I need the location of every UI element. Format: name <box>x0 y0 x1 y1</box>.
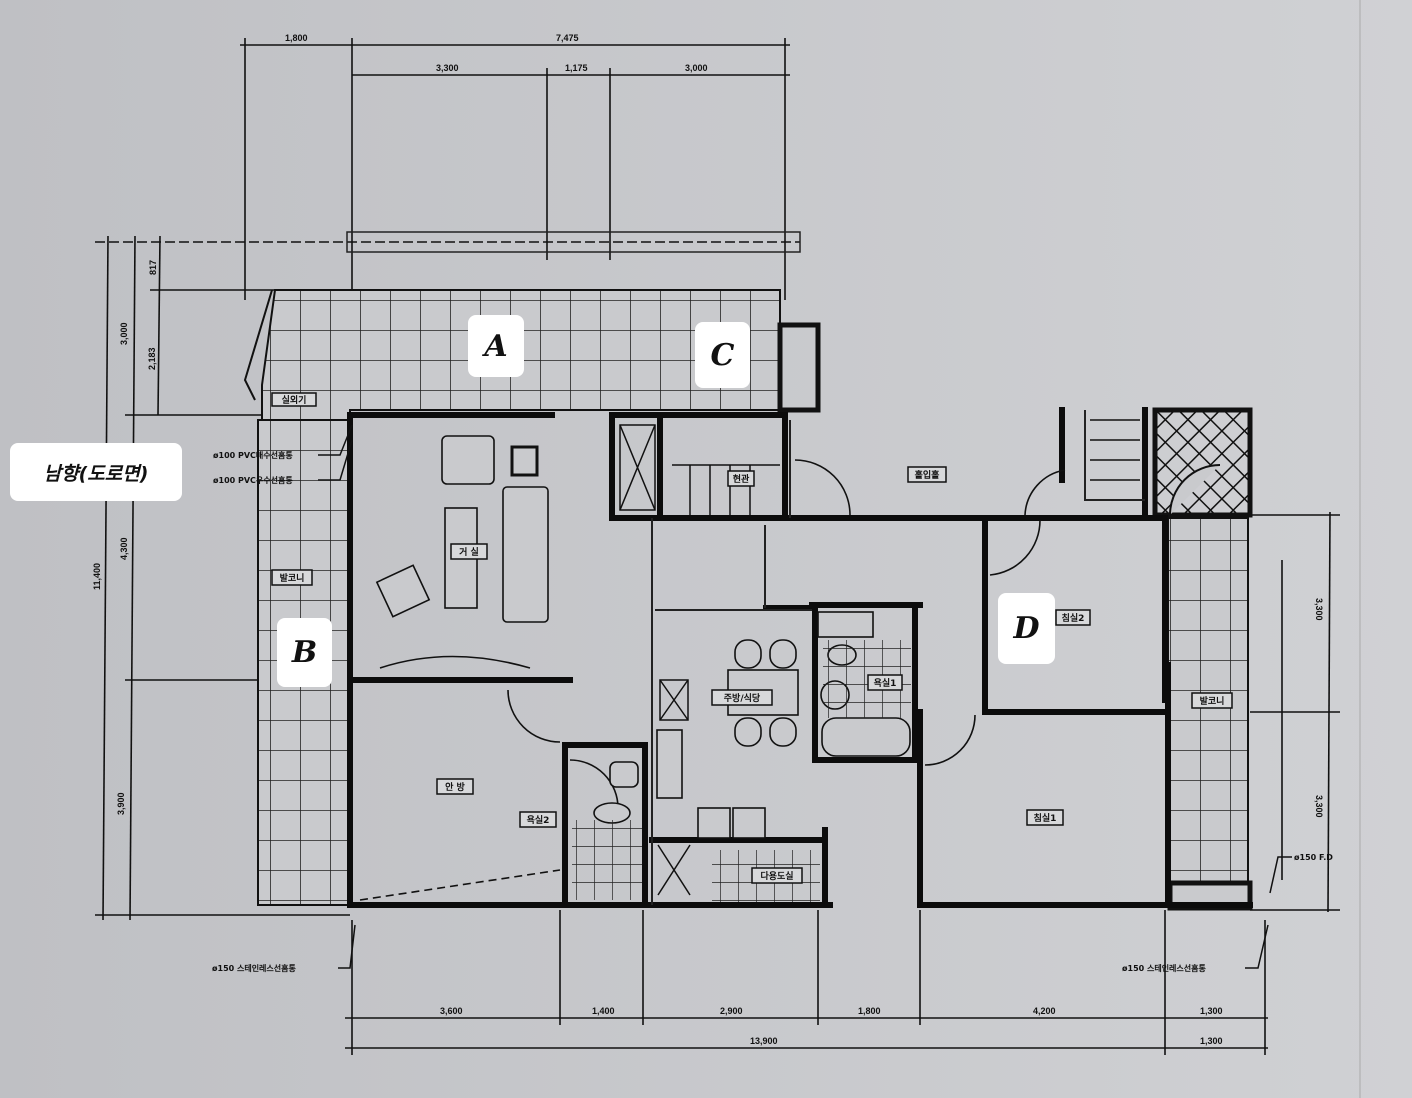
svg-text:욕실1: 욕실1 <box>874 677 897 689</box>
note-drain-2: ø100 PVC우수선홈통 <box>213 475 293 485</box>
svg-text:주방/식당: 주방/식당 <box>724 692 761 704</box>
dim-bottom-1300b: 1,300 <box>1200 1036 1223 1046</box>
room-tag-balcony-right: 발코니 <box>1191 692 1233 709</box>
svg-text:실외기: 실외기 <box>282 394 307 406</box>
dim-top-1175: 1,175 <box>565 63 588 73</box>
room-tag-utility: 다용도실 <box>751 867 803 884</box>
dim-bottom-1300: 1,300 <box>1200 1006 1223 1016</box>
svg-text:다용도실: 다용도실 <box>760 870 793 882</box>
dim-bottom-2900: 2,900 <box>720 1006 743 1016</box>
dim-right-3300b: 3,300 <box>1314 795 1324 818</box>
door-swings <box>359 459 1066 901</box>
dim-bottom-1800: 1,800 <box>858 1006 881 1016</box>
marker-c: C <box>695 322 750 388</box>
right-dimensions <box>1250 511 1340 913</box>
stair-and-shafts <box>619 419 1140 896</box>
dim-left-11400: 11,400 <box>92 563 102 590</box>
hatched-block <box>1152 407 1253 518</box>
top-dimensions <box>240 38 790 410</box>
dim-left-3000: 3,000 <box>119 322 129 345</box>
dim-left-3900: 3,900 <box>116 792 126 815</box>
note-drain-bottom-left: ø150 스테인레스선홈통 <box>212 963 296 973</box>
dim-top-3000: 3,000 <box>685 63 708 73</box>
dim-top-1800: 1,800 <box>285 33 308 43</box>
room-tag-hall: 홀입홀 <box>907 466 947 483</box>
room-tag-master: 안 방 <box>436 778 474 795</box>
svg-text:홀입홀: 홀입홀 <box>915 469 940 481</box>
room-tag-kitchen: 주방/식당 <box>711 689 773 706</box>
room-tag-balcony-left: 발코니 <box>271 569 313 586</box>
svg-text:침실1: 침실1 <box>1034 812 1057 824</box>
thin-walls <box>651 410 1145 905</box>
bottom-dimensions <box>345 910 1268 1055</box>
note-drain-bottom-right: ø150 스테인레스선홈통 <box>1122 963 1206 973</box>
room-tag-living: 거 실 <box>450 543 488 560</box>
svg-text:욕실2: 욕실2 <box>527 814 550 826</box>
svg-text:현관: 현관 <box>733 473 750 485</box>
svg-text:거 실: 거 실 <box>459 546 479 558</box>
door-arc <box>1169 464 1221 516</box>
room-tag-bath2: 욕실2 <box>519 811 557 828</box>
room-tag-bedroom1: 침실1 <box>1026 809 1064 826</box>
orientation-label: 남향(도로면) <box>10 443 182 501</box>
dim-left-2183: 2,183 <box>147 347 157 370</box>
dim-bottom-13900: 13,900 <box>750 1036 778 1046</box>
dim-left-817: 817 <box>148 260 158 275</box>
svg-text:발코니: 발코니 <box>1200 695 1225 707</box>
marker-b: B <box>277 618 332 687</box>
dim-bottom-1400: 1,400 <box>592 1006 615 1016</box>
dim-bottom-3600: 3,600 <box>440 1006 463 1016</box>
dim-left-4300: 4,300 <box>119 537 129 560</box>
svg-text:안 방: 안 방 <box>445 781 465 793</box>
walls <box>347 407 1253 908</box>
note-floor-drain: ø150 F.D <box>1294 853 1333 862</box>
drain-leaders <box>318 424 1292 969</box>
svg-text:발코니: 발코니 <box>280 572 305 584</box>
svg-text:침실2: 침실2 <box>1062 612 1085 624</box>
dim-bottom-4200: 4,200 <box>1033 1006 1056 1016</box>
room-tag-bath1: 욕실1 <box>867 674 903 691</box>
dim-top-7475: 7,475 <box>556 33 579 43</box>
room-tag-entrance: 현관 <box>727 470 755 487</box>
note-drain-1: ø100 PVC배수선홈통 <box>213 450 293 460</box>
room-tag-outdoor-unit: 실외기 <box>271 392 317 407</box>
dim-top-3300: 3,300 <box>436 63 459 73</box>
marker-a: A <box>468 315 524 377</box>
marker-d: D <box>998 593 1055 664</box>
room-tag-bedroom2: 침실2 <box>1055 609 1091 626</box>
dim-right-3300a: 3,300 <box>1314 598 1324 621</box>
